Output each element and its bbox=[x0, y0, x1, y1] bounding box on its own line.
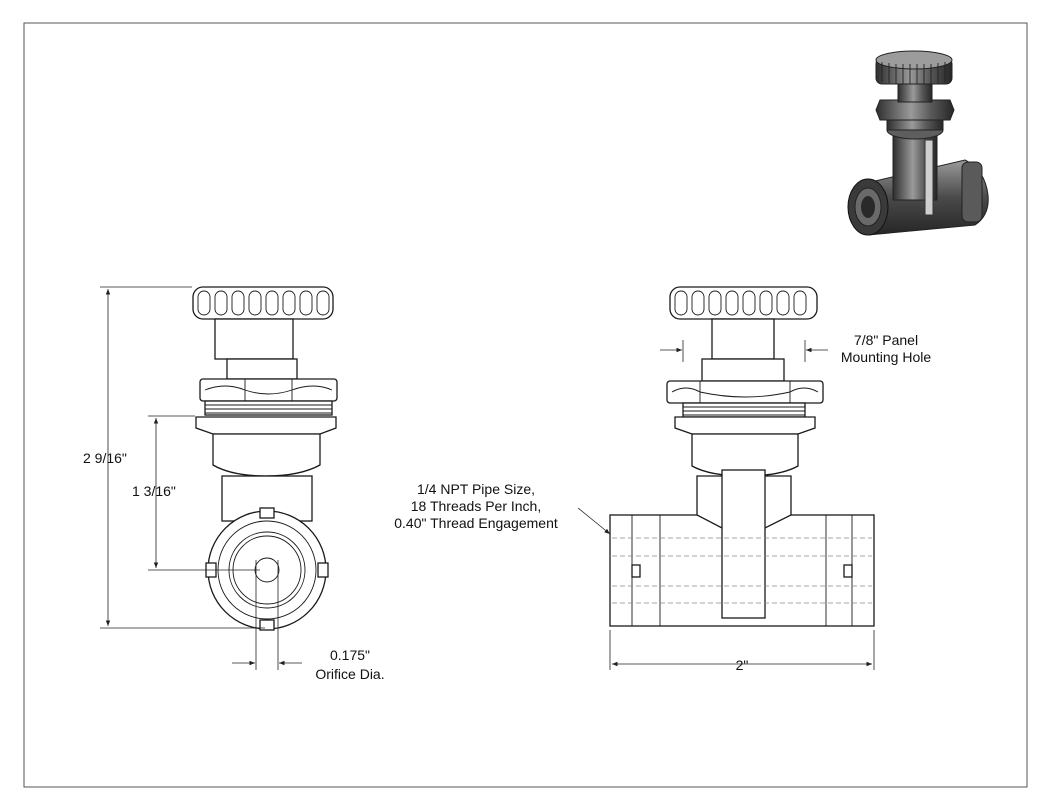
overall-height-label: 2 9/16" bbox=[83, 450, 127, 466]
front-view bbox=[609, 286, 875, 627]
sheet-frame bbox=[23, 22, 1028, 788]
front-view-dimensions bbox=[577, 340, 875, 670]
pipe-size-label-line3: 0.40" Thread Engagement bbox=[394, 515, 558, 531]
valve-3d-render bbox=[847, 50, 989, 236]
side-view-dimensions bbox=[100, 286, 302, 670]
orifice-size-label: 0.175" bbox=[330, 647, 370, 663]
overall-length-label: 2" bbox=[736, 657, 749, 673]
orifice-caption-label: Orifice Dia. bbox=[315, 666, 384, 682]
pipe-size-label-line1: 1/4 NPT Pipe Size, bbox=[417, 481, 535, 497]
panel-hole-label-line1: 7/8" Panel bbox=[854, 332, 918, 348]
side-view bbox=[192, 286, 338, 631]
inlet-height-label: 1 3/16" bbox=[132, 483, 176, 499]
panel-hole-label-line2: Mounting Hole bbox=[841, 349, 931, 365]
pipe-size-label-line2: 18 Threads Per Inch, bbox=[411, 498, 541, 514]
